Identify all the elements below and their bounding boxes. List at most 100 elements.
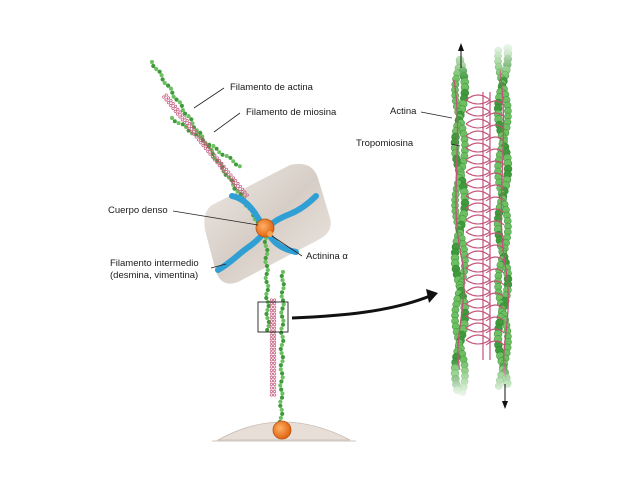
actin-bead: [154, 66, 159, 72]
actin-bead: [280, 334, 285, 339]
actin-bead: [279, 310, 284, 315]
actin-bead: [281, 286, 286, 291]
myosin-head: [162, 95, 166, 99]
myosin-loop: [465, 286, 491, 297]
actin-bead: [264, 271, 269, 277]
myosin-head: [238, 189, 242, 193]
myosin-loop: [465, 274, 491, 285]
myosin-head: [273, 344, 277, 348]
myosin-head: [208, 147, 212, 151]
myosin-head: [203, 146, 207, 150]
actin-bead: [265, 267, 270, 273]
actin-bead: [177, 100, 182, 105]
actin-bead: [168, 86, 174, 91]
myosin-head: [176, 112, 180, 116]
leader-alpha-actinin: [271, 235, 303, 257]
myosin-head: [222, 169, 226, 173]
myosin-loop: [465, 190, 491, 201]
actin-bead: [160, 77, 165, 82]
myosin-head: [213, 153, 217, 157]
myosin-head: [171, 102, 175, 106]
actin-bead: [176, 121, 181, 126]
myosin-loop: [465, 118, 491, 129]
myosin-loop: [465, 202, 491, 213]
myosin-loop: [465, 226, 491, 237]
myosin-loop: [465, 262, 491, 273]
leader-myosin-filament: [213, 112, 241, 133]
actin-bead: [279, 379, 284, 384]
myosin-loop: [465, 250, 491, 261]
myosin-head: [166, 101, 170, 105]
actin-bead: [279, 273, 284, 279]
actin-bead: [180, 122, 185, 127]
myosin-loop: [465, 94, 491, 105]
myosin-head: [273, 354, 277, 358]
myosin-loop: [465, 298, 491, 309]
zoom-arrow: [291, 289, 438, 320]
myosin-head: [273, 382, 277, 386]
myosin-head: [167, 96, 171, 100]
actin-bead: [278, 383, 283, 388]
actin-bead: [170, 116, 174, 120]
tropomyosin-strand: [499, 69, 509, 379]
actin-bead: [149, 59, 155, 65]
leader-actin-filament: [193, 87, 225, 109]
myosin-head: [273, 326, 277, 330]
myosin-head: [269, 358, 273, 362]
myosin-head: [201, 144, 205, 148]
actin-bead: [280, 355, 285, 360]
actin-bead: [189, 117, 194, 122]
myosin-loop: [465, 106, 491, 117]
myosin-loop: [485, 112, 505, 118]
myosin-loop: [465, 334, 491, 345]
myosin-loop: [485, 148, 505, 154]
myosin-head: [273, 337, 277, 341]
myosin-head: [273, 372, 277, 376]
leader-intermediate-filament: [210, 263, 227, 269]
actin-bead: [180, 108, 185, 113]
actin-bead: [263, 255, 268, 261]
myosin-head: [273, 305, 277, 309]
myosin-head: [269, 323, 273, 327]
label-myosin-filament: Filamento de miosina: [246, 107, 337, 118]
actin-bead: [280, 375, 285, 380]
label-intermediate-filament-line1: Filamento intermedio: [110, 258, 199, 269]
actin-bead: [166, 83, 171, 88]
actin-bead: [281, 338, 286, 343]
actin-bead: [280, 359, 285, 364]
actin-bead: [211, 144, 216, 148]
myosin-head: [217, 164, 221, 168]
actin-bead: [264, 311, 269, 317]
actin-bead: [174, 97, 179, 102]
myosin-loop: [485, 280, 505, 286]
myosin-head: [194, 135, 198, 139]
myosin-head: [269, 351, 273, 355]
myosin-head: [194, 130, 198, 134]
myosin-head: [185, 119, 189, 123]
myosin-head: [217, 159, 222, 163]
actin-bead: [157, 69, 162, 74]
myosin-loop: [485, 208, 505, 214]
actin-bead: [197, 134, 202, 139]
actin-bead: [231, 159, 236, 164]
actin-bead: [279, 342, 284, 348]
myosin-head: [192, 132, 196, 136]
myosin-loop: [485, 268, 505, 274]
myosin-head: [197, 133, 201, 137]
myosin-head: [215, 156, 219, 160]
actin-bead: [280, 278, 285, 283]
myosin-head: [273, 375, 277, 379]
actin-bead: [223, 172, 228, 177]
actin-bead: [265, 307, 270, 313]
actin-bead: [280, 391, 285, 396]
myosin-head: [269, 312, 273, 316]
myosin-loop: [485, 256, 505, 262]
actin-bead: [280, 314, 285, 319]
myosin-head: [269, 361, 273, 365]
myosin-head: [227, 175, 231, 179]
label-dense-body: Cuerpo denso: [108, 205, 168, 216]
myosin-head: [273, 379, 277, 383]
actin-bead: [186, 114, 191, 119]
myosin-head: [269, 316, 273, 320]
